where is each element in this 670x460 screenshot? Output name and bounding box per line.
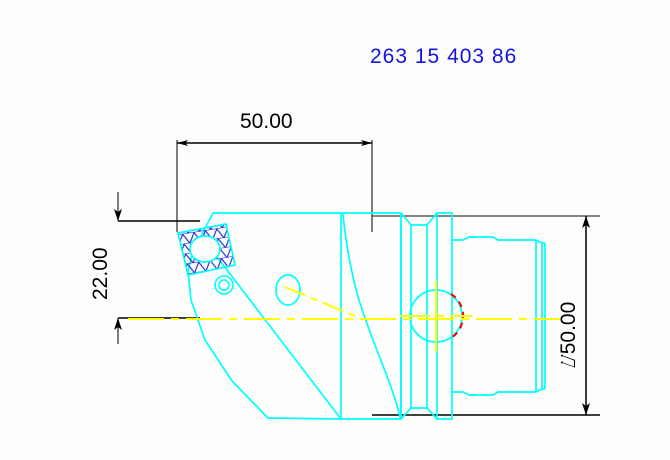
carbide-insert <box>176 223 237 277</box>
centerlines <box>128 281 560 352</box>
dimension-label-offset: 22.00 <box>89 247 112 300</box>
arrow-right <box>361 140 372 146</box>
tool-body-outline <box>187 212 546 420</box>
dimension-label-diameter: ⌰50.00 <box>557 302 580 368</box>
dimension-length-50: 50.00 <box>176 110 373 232</box>
dimension-diameter-50: ⌰50.00 <box>372 215 600 416</box>
shank-outline <box>452 236 537 396</box>
coolant-hole <box>275 274 301 306</box>
shank-back-chamfer <box>535 239 543 393</box>
dimension-label-length: 50.00 <box>240 110 293 133</box>
drawing-title: 263 15 403 86 <box>370 45 517 68</box>
clamp-screw-outer <box>214 275 234 295</box>
insert-center-bore <box>189 235 221 263</box>
arrow-bottom <box>582 403 590 415</box>
clamp-screw-inner <box>218 279 230 291</box>
pocket-sweep-curve <box>342 213 401 419</box>
coolant-hole-centerline <box>284 286 363 320</box>
arrow-left <box>177 140 188 146</box>
arrow-top <box>582 216 590 228</box>
arrow-top <box>114 209 122 221</box>
insert-outline <box>176 223 237 277</box>
dimension-offset-22: 22.00 <box>89 192 200 344</box>
shank-back-links <box>542 242 545 390</box>
arrow-bottom <box>114 318 122 330</box>
